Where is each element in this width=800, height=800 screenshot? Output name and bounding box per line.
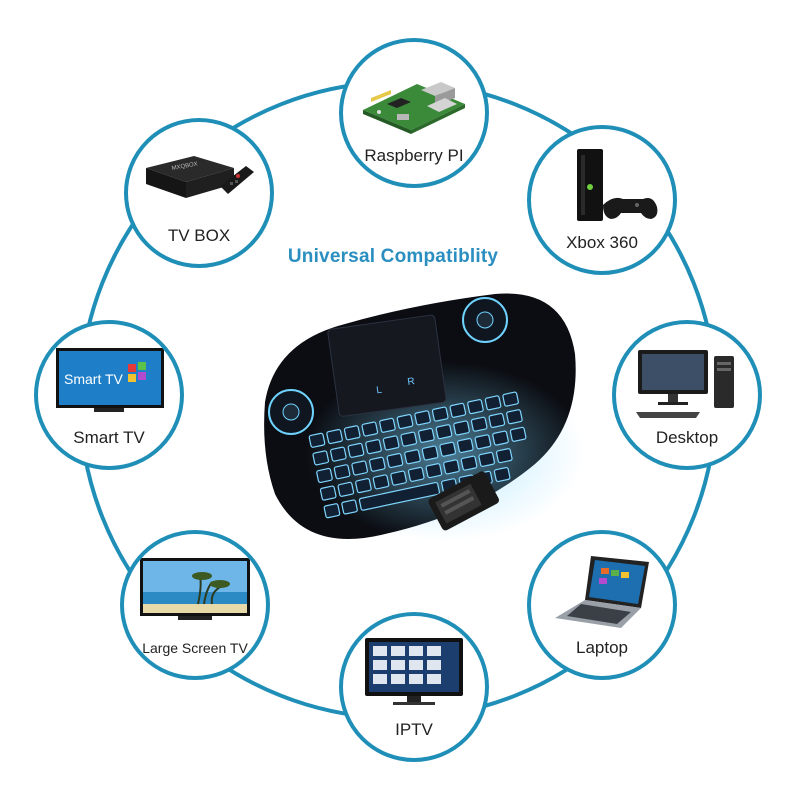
device-desktop: Desktop	[612, 320, 762, 470]
device-label: TV BOX	[167, 226, 231, 245]
device-large-screen-tv: Large Screen TV	[120, 530, 270, 680]
xbox-360-icon	[577, 149, 658, 221]
device-label: Raspberry PI	[364, 146, 464, 165]
backlit-mini-keyboard-icon: L R	[264, 293, 585, 542]
headline: Universal Compatiblity	[287, 246, 499, 267]
svg-text:L: L	[376, 385, 383, 397]
device-laptop: Laptop	[527, 530, 677, 680]
iptv-icon	[365, 638, 463, 705]
device-label: Desktop	[655, 428, 719, 447]
device-raspberry-pi: Raspberry PI	[339, 38, 489, 188]
tv-box-brand-text: MXQBOX	[171, 161, 198, 171]
device-label: Large Screen TV	[142, 640, 248, 656]
laptop-icon	[555, 556, 649, 628]
raspberry-pi-icon	[363, 82, 465, 134]
tv-box-icon: MXQBOX	[146, 156, 254, 198]
smart-tv-icon: Smart TV	[56, 348, 164, 412]
smart-tv-screen-text: Smart TV	[64, 371, 124, 387]
device-label: Smart TV	[73, 428, 145, 447]
device-tv-box: MXQBOX TV BOX	[124, 118, 274, 268]
device-label: IPTV	[395, 720, 433, 739]
usb-dongle-icon	[428, 471, 499, 531]
device-smart-tv: Smart TV Smart TV	[34, 320, 184, 470]
desktop-icon	[636, 350, 734, 418]
device-iptv: IPTV	[339, 612, 489, 762]
device-xbox-360: Xbox 360	[527, 125, 677, 275]
device-label: Xbox 360	[566, 233, 638, 252]
device-label: Laptop	[576, 638, 628, 657]
large-screen-tv-icon	[140, 558, 250, 620]
svg-text:R: R	[407, 376, 416, 388]
